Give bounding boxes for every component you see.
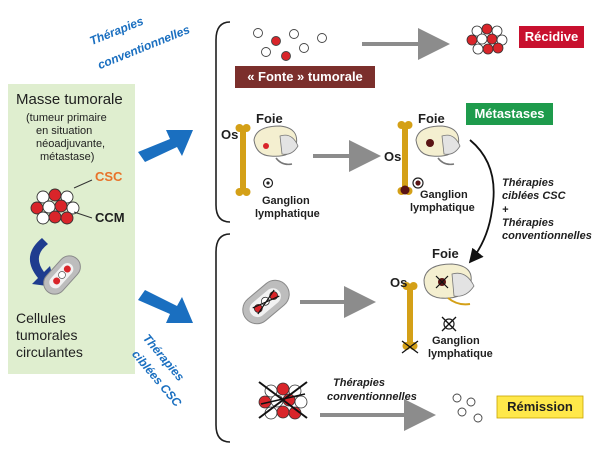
csc-label: CSC bbox=[95, 169, 123, 184]
csc-pointer bbox=[73, 179, 93, 189]
curved-arrow-icon bbox=[468, 139, 495, 264]
bottom-therapy-line: Thérapies bbox=[333, 377, 385, 389]
lymph-node-icon bbox=[412, 177, 424, 189]
circulating-cells-line: circulantes bbox=[16, 344, 83, 360]
tumor-cluster-icon bbox=[466, 23, 508, 55]
bone-icon bbox=[401, 282, 419, 354]
tumor-cluster-icon bbox=[30, 188, 80, 225]
ganglion-label-line: Ganglion bbox=[432, 335, 480, 347]
blue-arrow-icon bbox=[138, 290, 193, 323]
scattered-cells-icon bbox=[452, 393, 483, 423]
remission-badge: Rémission bbox=[507, 399, 573, 414]
blood-vessel-icon bbox=[43, 255, 81, 295]
os-label: Os bbox=[221, 127, 239, 142]
foie-label: Foie bbox=[418, 111, 445, 126]
liver-icon bbox=[423, 263, 475, 306]
combined-therapy-line: Thérapies bbox=[502, 177, 554, 189]
recidive-badge: Récidive bbox=[524, 29, 579, 44]
ganglion-label-line: lymphatique bbox=[410, 202, 475, 214]
combined-therapy-line: conventionnelles bbox=[502, 230, 592, 242]
os-label: Os bbox=[390, 275, 408, 290]
tumor-mass-title: Masse tumorale bbox=[16, 91, 123, 108]
upper-bracket bbox=[215, 21, 231, 223]
foie-label: Foie bbox=[256, 111, 283, 126]
blue-arrow-icon bbox=[138, 130, 193, 162]
fonte-badge-box bbox=[235, 66, 375, 88]
lower-bracket bbox=[215, 233, 231, 443]
combined-therapy-line: ciblées CSC bbox=[502, 190, 566, 202]
scattered-cells-icon bbox=[253, 28, 327, 61]
tumor-mass-subtitle-line: (tumeur primaire bbox=[26, 112, 107, 124]
tumor-mass-subtitle-line: en situation bbox=[36, 125, 93, 137]
lymph-node-icon bbox=[441, 316, 457, 332]
bone-icon bbox=[397, 121, 413, 195]
bottom-therapy-line: conventionnelles bbox=[327, 391, 417, 403]
circulating-cells-line: Cellules bbox=[16, 310, 66, 326]
tumor-mass-subtitle-line: néoadjuvante, bbox=[36, 138, 106, 150]
metastases-badge-box bbox=[466, 103, 553, 125]
ganglion-label-line: Ganglion bbox=[420, 189, 468, 201]
ganglion-label-line: lymphatique bbox=[255, 208, 320, 220]
blood-vessel-icon bbox=[242, 279, 290, 325]
left-panel bbox=[8, 84, 135, 374]
tumor-cluster-icon bbox=[258, 381, 308, 420]
combined-therapy-line: + bbox=[502, 204, 509, 216]
fonte-badge: « Fonte » tumorale bbox=[247, 69, 363, 84]
ganglion-label-line: Ganglion bbox=[262, 195, 310, 207]
ccm-pointer bbox=[73, 211, 93, 219]
liver-icon bbox=[415, 125, 461, 166]
os-label: Os bbox=[384, 149, 402, 164]
ccm-label: CCM bbox=[95, 210, 125, 225]
ganglion-label-line: lymphatique bbox=[428, 348, 493, 360]
foie-label: Foie bbox=[432, 246, 459, 261]
liver-icon bbox=[253, 125, 299, 166]
circulating-cells-line: tumorales bbox=[16, 327, 78, 343]
lymph-node-icon bbox=[262, 177, 274, 189]
metastases-badge: Métastases bbox=[474, 106, 545, 121]
recidive-badge-box bbox=[519, 26, 584, 48]
tumor-mass-subtitle-line: métastase) bbox=[40, 151, 95, 163]
combined-therapy-line: Thérapies bbox=[502, 217, 554, 229]
remission-badge-box bbox=[496, 395, 584, 419]
bone-icon bbox=[235, 124, 251, 196]
